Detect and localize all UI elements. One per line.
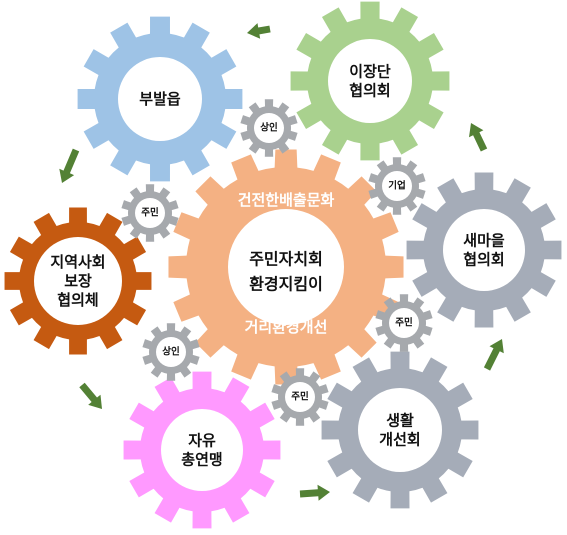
gear-label-jiyeok-0: 지역사회 [50, 253, 105, 271]
small-gear-label-sangin_top: 상인 [260, 122, 277, 134]
gear-bubaleup: 부발읍 [77, 16, 243, 182]
small-gear-jumin_left-hub [135, 198, 165, 228]
gear-jiyeok-hub [34, 237, 122, 325]
gear-label-jiyeok-2: 협의체 [57, 291, 98, 309]
small-gear-label-sangin_bottom: 상인 [162, 346, 179, 358]
gear-label-jiyeok-1: 보장 [64, 272, 92, 290]
gear-label-saemaeul-0: 새마을 [463, 232, 505, 250]
small-gear-sangin_top-hub [254, 113, 284, 143]
arrow-icon [483, 339, 504, 371]
small-gear-gieop: 기업 [368, 157, 426, 215]
small-gear-sangin_bottom-hub [156, 337, 186, 367]
arrow-icon [469, 123, 488, 152]
gear-label-ijangdan-1: 협의회 [349, 82, 390, 100]
gear-label-jayu-0: 자유 [188, 432, 216, 450]
center-bottom-text: 거리환경개선 [245, 318, 328, 336]
gear-bubaleup-hub [118, 57, 202, 141]
small-gear-sangin_top: 상인 [240, 99, 298, 157]
arrow-icon [59, 148, 80, 183]
arrow-icon [299, 484, 330, 501]
small-gear-label-jumin_bottom: 주민 [291, 391, 308, 403]
gear-label-saenghwal-0: 생활 [386, 412, 414, 430]
gear-saenghwal-hub [358, 388, 442, 472]
small-gear-jumin_bottom-hub [285, 382, 315, 412]
gear-label-saenghwal-1: 개선회 [379, 431, 420, 449]
gear-saemaeul-hub [443, 209, 525, 291]
small-gear-label-gieop: 기업 [388, 180, 405, 192]
arrows-layer [59, 23, 504, 501]
small-gear-jumin_right-hub [389, 308, 419, 338]
gear-center-hub [228, 209, 344, 325]
arrow-icon [247, 23, 271, 39]
small-gear-jumin_right: 주민 [375, 294, 433, 352]
small-gear-gieop-hub [382, 171, 412, 201]
gear-label-ijangdan-0: 이장단 [349, 63, 391, 81]
gear-jayu-hub [161, 409, 243, 491]
center-top-text: 건전한배출문화 [238, 191, 335, 209]
center-subtitle: 환경지킴이 [249, 275, 323, 294]
small-gear-jumin_left: 주민 [121, 184, 179, 242]
small-gear-sangin_bottom: 상인 [142, 323, 200, 381]
gears-layer: 부발읍이장단협의회새마을협의회생활개선회자유총연맹지역사회보장협의체건전한배출문… [4, 1, 562, 529]
gear-label-jayu-1: 총연맹 [181, 451, 222, 469]
arrow-icon [79, 382, 102, 409]
gear-ijangdan-hub [328, 39, 412, 123]
center-title: 주민자치회 [249, 250, 323, 269]
gear-label-saemaeul-1: 협의회 [463, 251, 504, 269]
small-gear-label-jumin_left: 주민 [141, 207, 158, 219]
small-gear-jumin_bottom: 주민 [271, 368, 329, 426]
gear-label-bubaleup-0: 부발읍 [139, 90, 181, 108]
small-gear-label-jumin_right: 주민 [395, 317, 412, 329]
